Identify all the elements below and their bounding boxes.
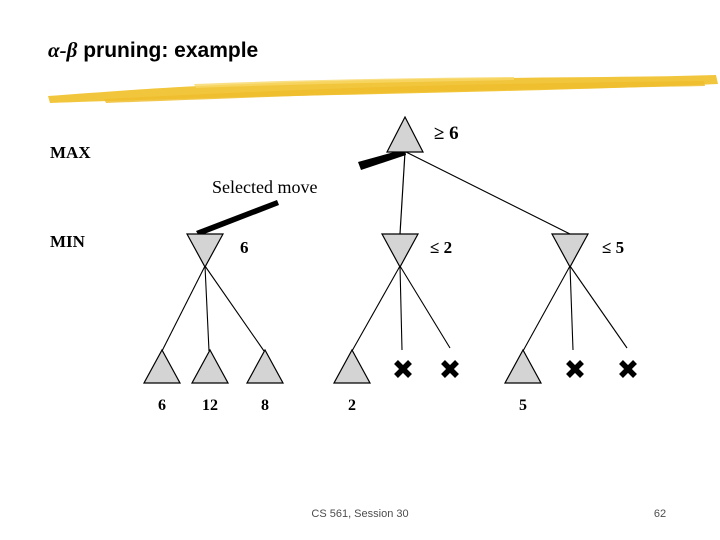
leaf-value-7: 5 [519,397,527,414]
slide-title: α-β pruning: example [48,38,258,63]
edge-min2-to-pruned1 [399,265,403,351]
min3-value-label: ≤ 5 [602,238,625,257]
level-label-min: MIN [50,232,85,251]
footer-page-number: 62 [653,508,667,520]
min2-value-label: ≤ 2 [430,238,453,257]
pruned-cross-2 [441,360,459,378]
leaf-node-3 [245,348,285,384]
edge-min1-to-leaf3 [204,265,265,352]
leaf-value-4: 2 [348,397,356,414]
leaf-node-4 [332,348,372,384]
edge-root-to-min3 [405,151,571,235]
edge-root-to-min2 [399,151,406,235]
leaf-value-3: 8 [261,397,269,414]
edge-min2-to-pruned2 [399,265,451,349]
pruned-cross-4 [619,360,637,378]
title-rest-part: pruning: example [77,39,259,62]
node-min-2 [380,233,420,269]
selected-move-annotation: Selected move [212,177,318,197]
leaf-node-2 [190,348,230,384]
pruned-cross-1 [394,360,412,378]
edge-min3-to-pruned4 [569,265,628,349]
leaf-node-1 [142,348,182,384]
leaf-value-2: 12 [202,397,218,414]
root-value-label: ≥ 6 [434,123,459,144]
node-min-3 [550,233,590,269]
selected-move-pointer [196,200,279,236]
min1-value-label: 6 [240,238,249,257]
node-root-max [386,115,424,153]
edge-root-to-min1-selected [358,149,406,170]
edge-min3-to-pruned3 [569,265,574,351]
edge-min3-to-leaf7 [522,265,571,352]
edge-min2-to-leaf4 [351,265,401,352]
level-label-max: MAX [50,143,91,162]
leaf-value-1: 6 [158,397,166,414]
pruned-cross-3 [566,360,584,378]
edge-min1-to-leaf2 [204,265,210,352]
title-greek-part: α-β [48,38,78,62]
leaf-node-7 [503,348,543,384]
footer-session-label: CS 561, Session 30 [311,508,409,520]
edge-min1-to-leaf1 [161,265,206,352]
node-min-1 [185,233,225,269]
